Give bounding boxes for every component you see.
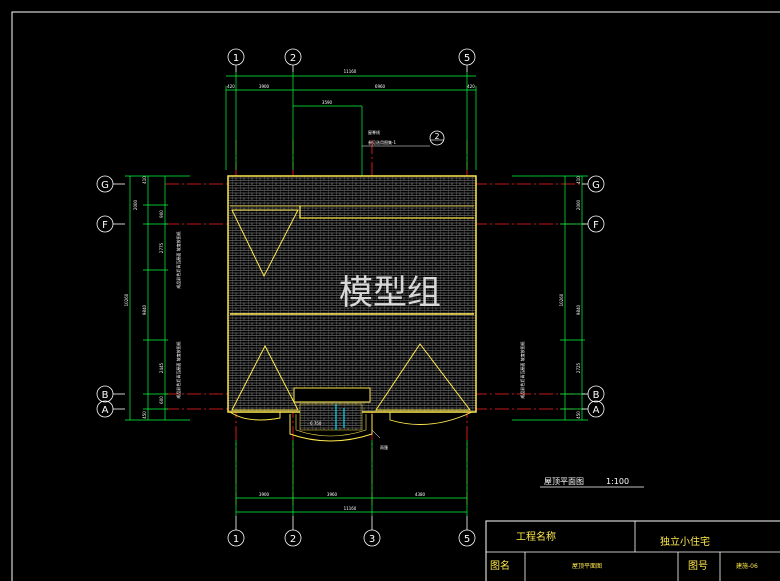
title-block: 工程名称 独立小住宅 图名 屋顶平面图 图号 建施-06 — [485, 520, 780, 581]
grid-label-left-b: B — [102, 390, 109, 401]
tb-number-value: 建施-06 — [736, 562, 758, 570]
dim-right-3: 9840 — [576, 304, 581, 315]
dim-left-3: 900 — [159, 210, 164, 218]
elevation-mark: 6.750 — [310, 421, 322, 426]
grid-label-top-2: 2 — [290, 53, 296, 64]
dim-top-4: 420 — [467, 84, 475, 89]
caption-scale: 1:100 — [606, 477, 629, 486]
dim-top-3: 6960 — [375, 84, 386, 89]
dim-top-2: 3900 — [259, 84, 270, 89]
dim-right-1: 410 — [576, 176, 581, 184]
grid-label-right-b: B — [593, 390, 600, 401]
left-note-top: 成品彩色沥青瓦屋面 坡度按图纸 — [175, 231, 181, 288]
grid-label-left-f: F — [102, 220, 108, 231]
dim-bottom-3: 4380 — [415, 492, 426, 497]
dim-bottom-overall: 11160 — [344, 506, 357, 511]
dim-left-4: 2775 — [159, 242, 164, 253]
dim-left-8: 450 — [142, 411, 147, 419]
tb-drawing-label: 图名 — [490, 559, 510, 572]
dim-top-1: 420 — [227, 84, 235, 89]
tb-project-label: 工程名称 — [516, 530, 556, 543]
dim-right-5: 450 — [576, 411, 581, 419]
dim-left-1: 410 — [142, 176, 147, 184]
grid-label-left-g: G — [101, 180, 109, 191]
grid-bubbles-left: G F B A — [96, 175, 125, 418]
grid-label-right-f: F — [593, 220, 599, 231]
grid-label-bottom-4: 5 — [464, 534, 470, 545]
dim-right-2: 2000 — [576, 199, 581, 210]
drawing-caption: 屋顶平面图 1:100 — [540, 477, 644, 488]
dim-left-6: 2445 — [159, 362, 164, 373]
grid-label-right-g: G — [592, 180, 600, 191]
dimension-texts: 11160 420 3900 6960 420 3590 3900 3960 4… — [124, 69, 581, 511]
grid-label-top-1: 1 — [233, 53, 239, 64]
grid-bubbles-bottom: 1 2 3 5 — [227, 516, 476, 547]
grid-label-bottom-1: 1 — [233, 534, 239, 545]
grid-label-bottom-2: 2 — [290, 534, 296, 545]
dim-bottom-1: 3900 — [259, 492, 270, 497]
grid-bubbles-right: G F B A — [582, 175, 605, 418]
entrance-mark: 雨篷 — [380, 444, 388, 450]
tb-drawing-value: 屋顶平面图 — [572, 563, 602, 570]
drawing-frame — [11, 11, 780, 581]
section-mark: 2 屋脊线 参见选用图集-1 — [362, 129, 445, 147]
dim-left-overall: 10260 — [124, 293, 129, 306]
dim-bottom-2: 3960 — [327, 492, 338, 497]
grid-label-top-3: 5 — [464, 53, 470, 64]
grid-bubbles-top: 1 2 5 — [227, 48, 476, 72]
dim-left-2: 2000 — [133, 199, 138, 210]
dim-right-4: 2725 — [576, 362, 581, 373]
left-note-bottom: 成品彩色沥青瓦屋面 坡度按图纸 — [175, 341, 181, 398]
watermark-text: 模型组 — [339, 273, 441, 313]
tb-number-label: 图号 — [688, 560, 708, 572]
dim-left-7: 600 — [159, 396, 164, 404]
tb-project-value: 独立小住宅 — [660, 535, 710, 548]
dim-left-5: 9840 — [142, 304, 147, 315]
section-mark-label: 2 — [434, 132, 439, 141]
right-note: 成品彩色沥青瓦屋面 坡度按图纸 — [519, 341, 525, 398]
dim-right-overall: 10260 — [559, 293, 564, 306]
dimension-lines — [125, 72, 588, 516]
grid-label-right-a: A — [593, 405, 600, 416]
grid-label-bottom-3: 3 — [369, 534, 375, 545]
grid-label-left-a: A — [102, 405, 109, 416]
dim-top-overall: 11160 — [344, 69, 357, 74]
caption-title: 屋顶平面图 — [544, 477, 584, 486]
detail-ref-text: 屋脊线 — [368, 129, 380, 135]
detail-ref-text-2: 参见选用图集-1 — [368, 139, 396, 145]
roof-plan: 6.750 雨篷 成品彩色沥青瓦屋面 坡度按图纸 成品彩色沥青瓦屋面 坡度按图纸… — [175, 175, 525, 450]
dim-top-inner: 3590 — [322, 100, 333, 105]
